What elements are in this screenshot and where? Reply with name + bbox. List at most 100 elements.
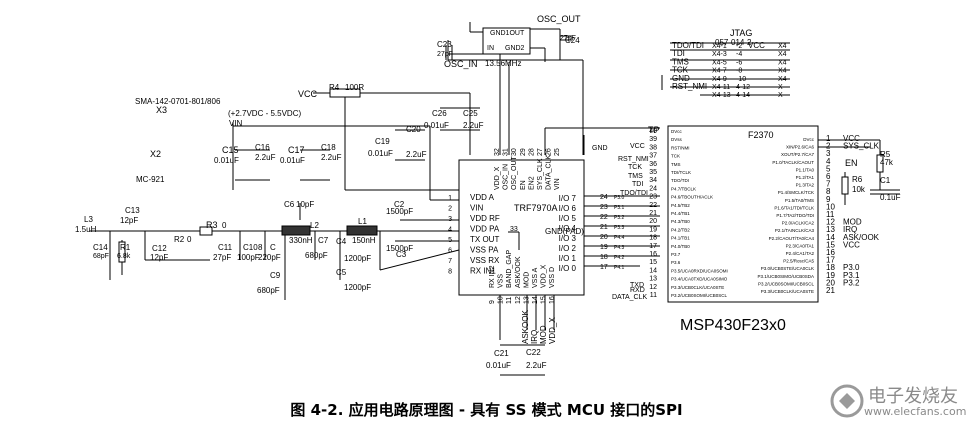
trf-left-pin-number: 7 bbox=[448, 258, 452, 265]
mcu-right-pin-number: 8 bbox=[826, 187, 831, 196]
mcu-left-pin-number: 13 bbox=[649, 276, 657, 283]
label-gnd: GND bbox=[592, 145, 608, 152]
trf-bottom-pin-name: RX IN2 bbox=[489, 265, 496, 288]
mcu-right-net: IRQ bbox=[843, 225, 857, 234]
jtag-pin: X4-7 bbox=[712, 68, 727, 75]
label-c20v: 2.2uF bbox=[406, 150, 427, 159]
label-gnd2: GND2 bbox=[505, 45, 525, 52]
trf-right-pin-number: 18 bbox=[600, 254, 608, 261]
jtag-pin-2: -10 bbox=[736, 76, 746, 83]
trf-io-net: P4.1 bbox=[614, 265, 625, 271]
label-c6v: 10pF bbox=[296, 200, 314, 209]
label-osc-in-pin: IN bbox=[487, 45, 494, 52]
label-r1v: 6.8k bbox=[117, 253, 131, 260]
trf-io-net: P3.1 bbox=[614, 205, 625, 211]
mcu-right-pin-number: 1 bbox=[826, 134, 831, 143]
label-c8b: C bbox=[270, 243, 276, 252]
mcu-left-pin-number: 35 bbox=[649, 169, 657, 176]
mcu-left-pin-name: P4.7/TBCLK bbox=[671, 186, 696, 191]
trf-top-pin-name: EN bbox=[520, 180, 527, 190]
trf-right-pin-name: I/O 2 bbox=[559, 244, 577, 253]
label-c2: C2 bbox=[394, 200, 405, 209]
label-c12: C12 bbox=[152, 244, 167, 253]
mcu-left-pin-name: P3.6 bbox=[671, 260, 681, 265]
jtag-pin-2: -8 bbox=[736, 68, 742, 75]
jtag-net: GND bbox=[672, 74, 690, 83]
jtag-net: TCK bbox=[672, 66, 689, 75]
mcu-right-pin-name: P2.3/CA0/TA1 bbox=[786, 243, 815, 248]
label-tms: TMS bbox=[628, 173, 643, 180]
trf-top-pin-name: VDD_X bbox=[494, 166, 501, 190]
label-r3v: 0 bbox=[222, 221, 227, 230]
mcu-right-pin-number: 5 bbox=[826, 164, 831, 173]
mcu-right-pin-name: P1.0/TACLK/CAOUT bbox=[772, 160, 814, 165]
mcu-right-pin-name: DVcc bbox=[803, 137, 815, 142]
label-c19v: 0.01uF bbox=[368, 149, 393, 158]
label-c1: C1 bbox=[880, 176, 891, 185]
trf-left-pin-number: 1 bbox=[448, 195, 452, 202]
label-c20: C20 bbox=[406, 125, 421, 134]
mcu-right-pin-name: P3.3/UCB0CLK/UCA0STE bbox=[761, 289, 814, 294]
figure-caption: 图 4-2. 应用电路原理图 - 具有 SS 模式 MCU 接口的SPI bbox=[290, 401, 683, 419]
label-trf: TRF7970A bbox=[514, 203, 558, 213]
mcu-right-pin-number: 3 bbox=[826, 149, 831, 158]
mcu-right-pin-number: 15 bbox=[826, 240, 835, 249]
trf-bottom-pin-name: VSS D bbox=[549, 267, 556, 288]
mcu-right-pin-number: 12 bbox=[826, 218, 835, 227]
label-c21: C21 bbox=[494, 349, 509, 358]
label-c8v: 220pF bbox=[258, 253, 281, 262]
label-supply: (+2.7VDC - 5.5VDC) bbox=[228, 109, 301, 118]
trf-bottom-pin-name: BAND_GAP bbox=[506, 250, 513, 288]
mcu-right-pin-number: 9 bbox=[826, 195, 831, 204]
label-jtag: JTAG bbox=[730, 28, 752, 38]
mcu-right-pin-name: P3.0/UCB0STE/UCA0CLK bbox=[761, 266, 814, 271]
label-r1: R1 bbox=[120, 243, 131, 252]
trf-bottom-pin-number: 15 bbox=[541, 296, 548, 304]
label-tdi: TDI bbox=[632, 181, 643, 188]
trf-bottom-pin-number: 11 bbox=[506, 297, 513, 304]
mcu-left-pin-name: P3.2/UCB0SOMI/UCB0SCL bbox=[671, 293, 728, 298]
trf-bottom-pin-name: VSS A bbox=[532, 267, 539, 288]
mcu-left-pin-name: P4.3/TB0 bbox=[671, 219, 690, 224]
mcu-right-pin-number: 2 bbox=[826, 142, 831, 151]
jtag-pin: X4-3 bbox=[712, 51, 727, 58]
watermark-logo-icon bbox=[830, 384, 864, 418]
mcu-right-pin-name: P1.2/TA1 bbox=[796, 175, 815, 180]
mcu-right-pin-name: P3.1/UCB0SIMO/UCB0SDA bbox=[757, 274, 814, 279]
jtag-x: X4 bbox=[778, 43, 787, 50]
label-c23: C23 bbox=[437, 40, 452, 49]
mcu-right-net: VCC bbox=[843, 134, 860, 143]
mcu-right-net: ASK/OOK bbox=[843, 233, 880, 242]
trf-gnd-pad-number: 33 bbox=[510, 226, 518, 233]
label-c15: C15 bbox=[222, 145, 239, 155]
mcu-left-pin-name: TMS bbox=[671, 162, 681, 167]
trf-bottom-pin-name: MOD bbox=[523, 272, 530, 288]
mcu-right-pin-name: XIN/P2.6/CA6 bbox=[786, 145, 815, 150]
mcu-right-pin-number: 16 bbox=[826, 248, 835, 257]
jtag-pin: X4-11 bbox=[712, 84, 730, 91]
label-x2: X2 bbox=[150, 149, 161, 159]
mcu-right-pin-name: P1.1/TA0 bbox=[796, 167, 815, 172]
trf-right-pin-name: I/O 4 bbox=[559, 224, 577, 233]
trf-bottom-net: MOD bbox=[539, 325, 548, 344]
jtag-pin-2: -6 bbox=[736, 59, 742, 66]
label-c1v: 0.1uF bbox=[880, 193, 901, 202]
trf-left-pin-number: 4 bbox=[448, 227, 452, 234]
trf-right-pin-name: I/O 0 bbox=[559, 264, 577, 273]
trf-gnd-pad-name: GND(PAD) bbox=[545, 227, 584, 236]
mcu-right-pin-number: 20 bbox=[826, 278, 835, 287]
jtag-net: TDI bbox=[672, 49, 685, 58]
mcu-left-pin-number: 24 bbox=[649, 185, 657, 192]
mcu-left-pin-name: RST/NMI bbox=[671, 145, 690, 150]
label-c3v: 1500pF bbox=[386, 244, 413, 253]
mcu-right-pin-number: 13 bbox=[826, 225, 835, 234]
mcu-left-pin-name: P4.5/TB2 bbox=[671, 203, 690, 208]
label-c16v: 2.2uF bbox=[255, 153, 276, 162]
mcu-left-pin-name: P4.0/TB0 bbox=[671, 244, 690, 249]
mcu-right-pin-number: 19 bbox=[826, 271, 835, 280]
schematic: OSC_OUTOSC_IN13.56MHzGND1OUTINGND2C2327p… bbox=[75, 14, 901, 376]
jtag-net: TDO/TDI bbox=[672, 41, 704, 50]
label-c25v: 2.2uF bbox=[463, 121, 484, 130]
label-l2: L2 bbox=[310, 221, 319, 230]
label-r5v: 47k bbox=[880, 158, 894, 167]
